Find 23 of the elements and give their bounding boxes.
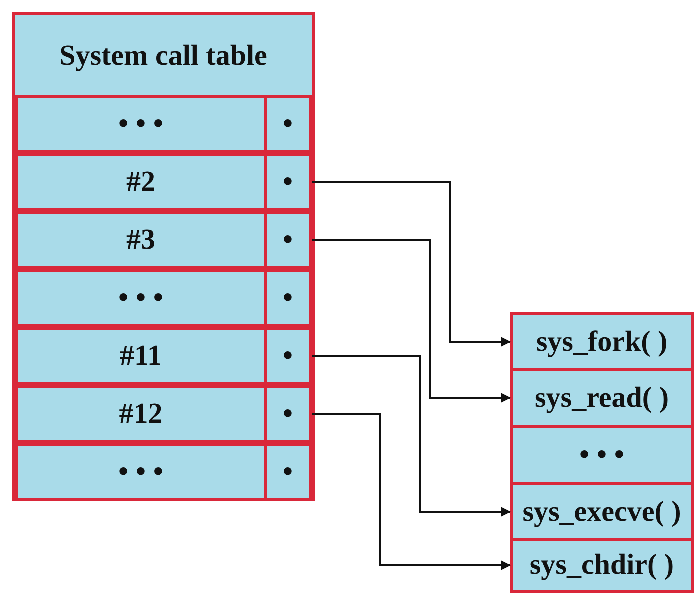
pointer-cell: • — [264, 385, 312, 443]
table-cell: #3 — [15, 211, 267, 269]
function-cell: sys_chdir( ) — [510, 538, 694, 593]
arrow — [312, 413, 511, 570]
table-cell: #2 — [15, 153, 267, 211]
table-cell: • • • — [15, 443, 267, 501]
pointer-cell: • — [264, 95, 312, 153]
pointer-cell: • — [264, 443, 312, 501]
arrow — [312, 181, 511, 347]
pointer-cell: • — [264, 153, 312, 211]
arrow — [312, 355, 511, 517]
table-heading: System call table — [58, 39, 268, 74]
table-cell: • • • — [15, 95, 267, 153]
pointer-cell: • — [264, 211, 312, 269]
table-cell: #11 — [15, 327, 267, 385]
arrow — [312, 239, 511, 403]
table-cell: • • • — [15, 269, 267, 327]
pointer-cell: • — [264, 327, 312, 385]
function-cell: sys_read( ) — [510, 368, 694, 428]
system-call-table — [12, 12, 315, 501]
pointer-cell: • — [264, 269, 312, 327]
function-cell: • • • — [510, 425, 694, 485]
table-cell: #12 — [15, 385, 267, 443]
